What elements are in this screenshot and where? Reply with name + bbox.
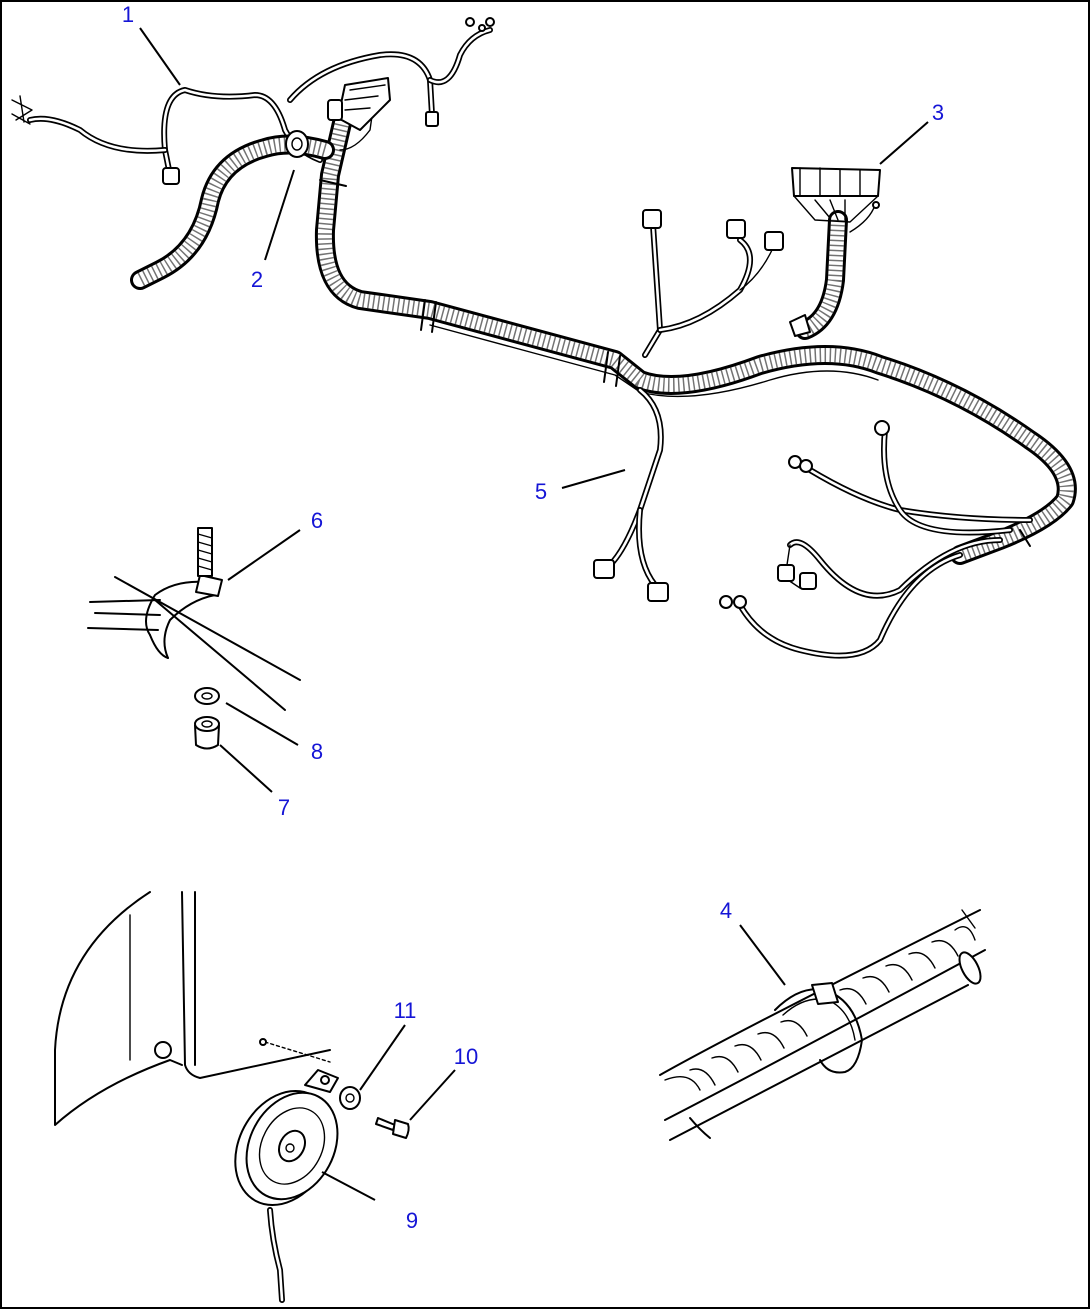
callout-labels: 1 2 3 4 5 6 7 8 9 10 11 — [122, 2, 944, 1233]
mount-bolt-icon — [154, 1041, 172, 1059]
clamp-detail — [87, 527, 301, 750]
callout-leaders — [139, 27, 929, 1201]
callout-8: 8 — [311, 739, 323, 764]
bolt-icon — [197, 527, 213, 577]
horn-detail — [54, 891, 410, 1303]
band-clamp-detail — [659, 909, 986, 1141]
cable-tie-icon — [774, 982, 863, 1074]
callout-11: 11 — [394, 998, 417, 1023]
washer-icon — [339, 1086, 361, 1110]
callout-3: 3 — [932, 100, 944, 125]
callout-5: 5 — [535, 479, 547, 504]
multi-pin-connector — [791, 167, 881, 233]
upper-connector-block — [327, 77, 391, 131]
clamp — [195, 574, 223, 597]
sleeve-band — [420, 299, 437, 333]
callout-9: 9 — [406, 1208, 418, 1233]
connector-plug — [647, 582, 669, 602]
callout-1: 1 — [122, 2, 134, 27]
main-harness — [11, 17, 1077, 659]
screw-icon — [375, 1117, 410, 1139]
callout-6: 6 — [311, 508, 323, 533]
callout-7: 7 — [278, 795, 290, 820]
main-harness-trunk — [314, 100, 1077, 565]
callout-4: 4 — [720, 898, 732, 923]
grommet — [285, 130, 309, 158]
branch-wire — [607, 387, 664, 568]
callout-2: 2 — [251, 267, 263, 292]
connector-plug — [593, 559, 615, 579]
callout-10: 10 — [454, 1044, 478, 1069]
connector-plug — [726, 219, 746, 239]
washer-icon — [194, 687, 220, 705]
connector-plug — [764, 231, 784, 251]
connector-plug — [642, 209, 662, 229]
horn-icon — [234, 1089, 339, 1207]
